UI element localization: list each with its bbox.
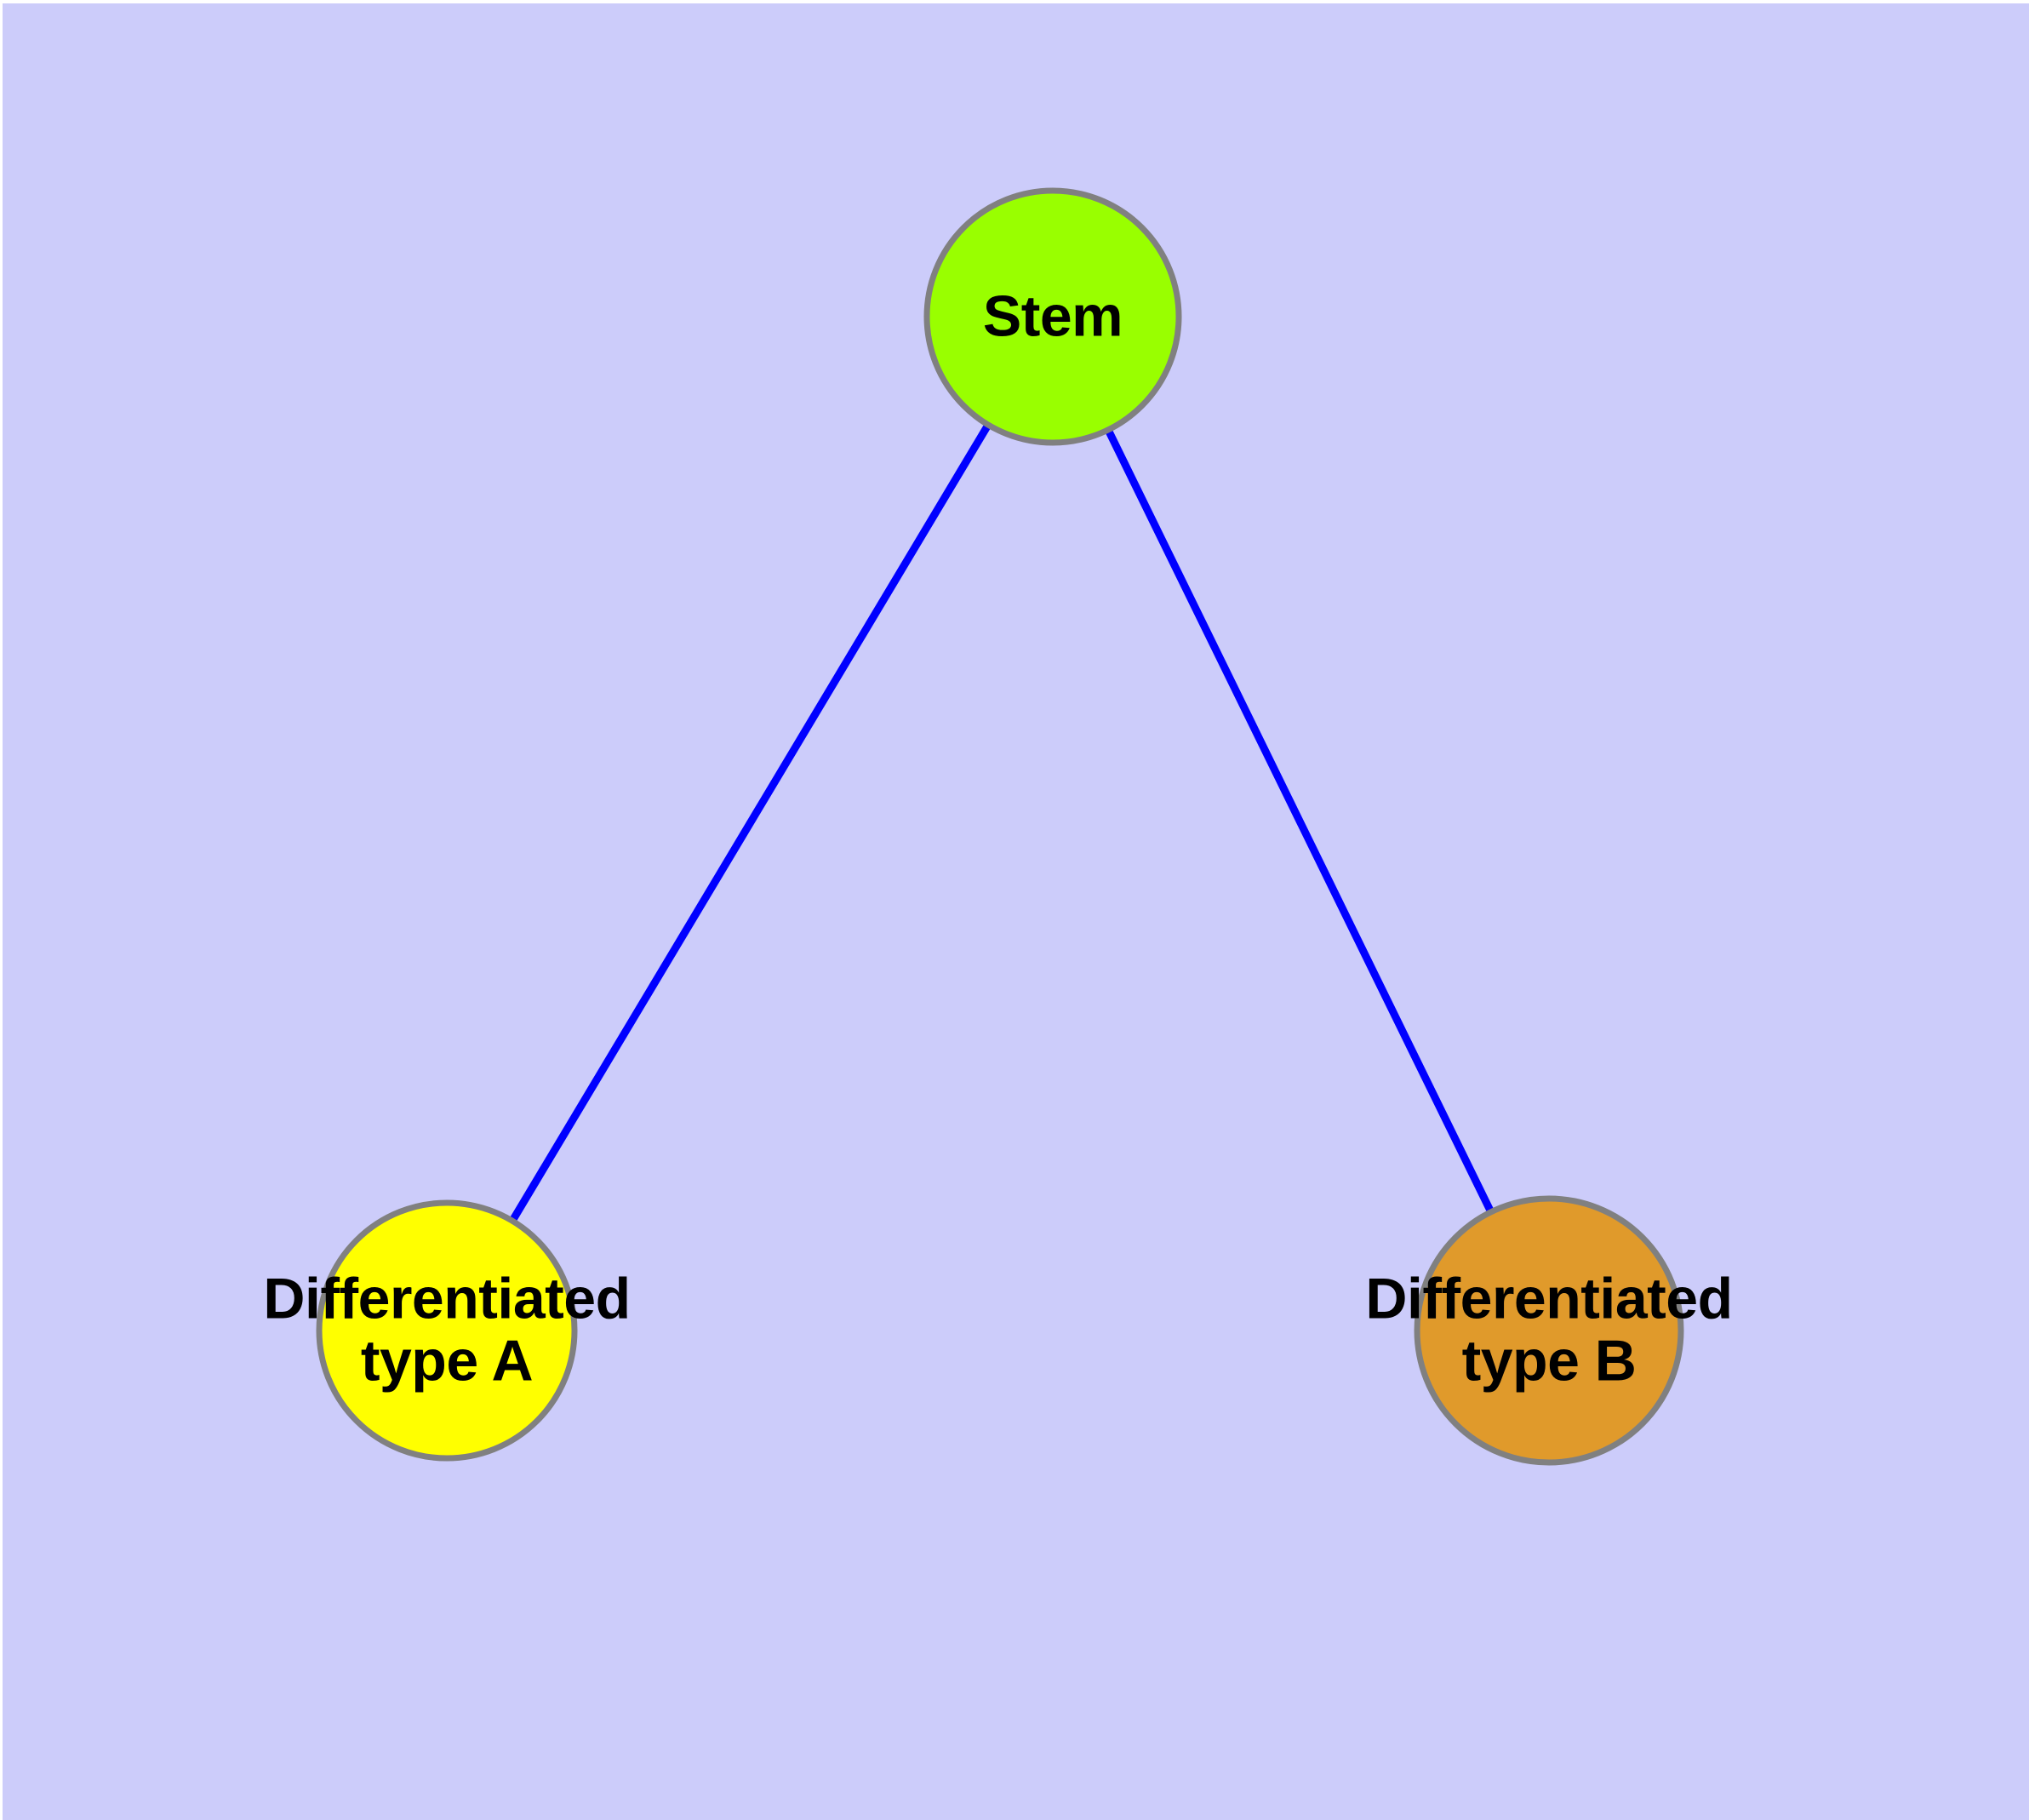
nodes-layer [316, 187, 1684, 1466]
graph-node-diff_a[interactable] [316, 1199, 578, 1462]
graph-edge-stem-to-b[interactable] [1104, 426, 1495, 1216]
edges-layer [508, 421, 1495, 1225]
graph-node-diff_b[interactable] [1414, 1195, 1684, 1466]
graph-node-stem[interactable] [923, 187, 1182, 446]
graph-edge-stem-to-a[interactable] [508, 421, 992, 1225]
